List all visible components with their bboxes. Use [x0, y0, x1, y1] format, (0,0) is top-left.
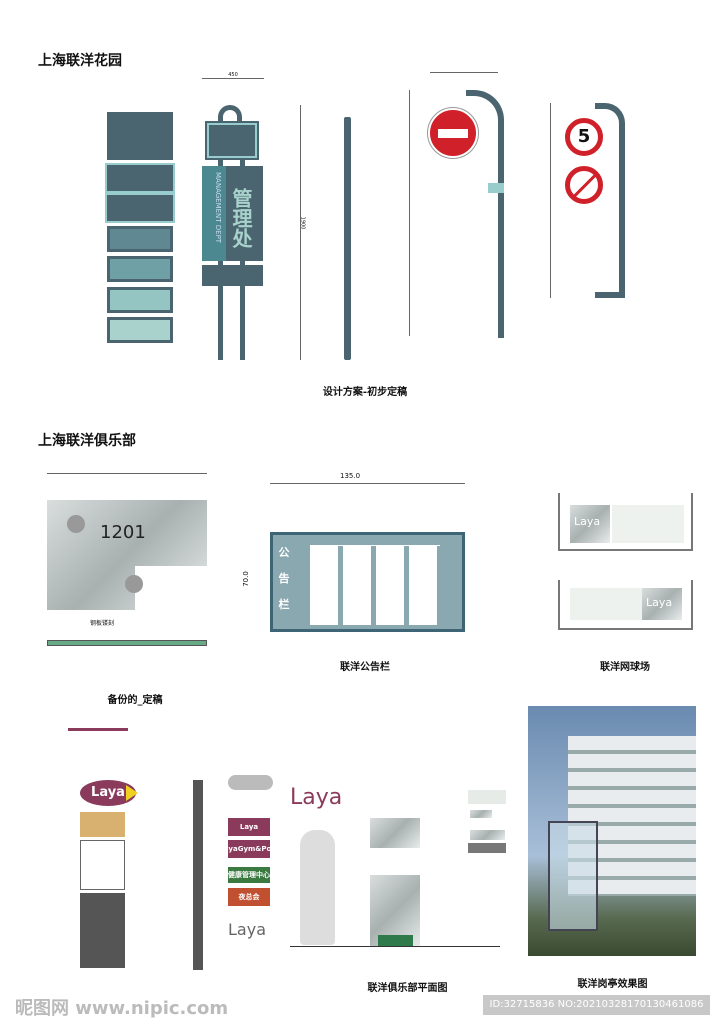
kiosk-side-view	[193, 780, 203, 970]
section-title-garden: 上海联洋花园	[38, 53, 122, 69]
kiosk-base	[80, 893, 125, 968]
dim-line	[550, 103, 551, 298]
notice-chars: 公告栏	[273, 540, 295, 618]
sign-logo-board	[205, 121, 259, 160]
human-figure	[300, 830, 335, 945]
notice-char: 栏	[278, 598, 290, 611]
booth-photo	[528, 706, 696, 956]
notice-width: 135.0	[340, 472, 361, 480]
sign-gym-pool: LayaGym&Pool	[219, 840, 279, 858]
curved-pole	[466, 90, 504, 338]
ground-line	[290, 946, 500, 947]
screw	[67, 515, 85, 533]
tennis-rules	[612, 505, 684, 543]
section-title-club: 上海联洋俱乐部	[38, 433, 136, 449]
watermark-site: 昵图网 www.nipic.com	[15, 998, 229, 1019]
no-horn-sign	[565, 166, 603, 204]
material-swatch	[468, 790, 506, 804]
menu-board	[80, 812, 125, 837]
notice-char: 公	[278, 546, 290, 559]
caption-booth: 联洋岗亭效果图	[577, 979, 648, 990]
notice-char: 告	[278, 572, 290, 585]
plate-sample	[228, 775, 273, 790]
dim-line	[300, 105, 301, 360]
color-panel	[107, 256, 173, 282]
side-view-pole	[344, 117, 351, 360]
brand-logo-small: Laya	[228, 920, 266, 939]
divider-bar	[68, 728, 128, 731]
watermark-id: ID:32715836 NO:20210328170130461086	[483, 995, 710, 1015]
tennis-logo: Laya	[570, 505, 610, 543]
tennis-sign-frame	[558, 580, 693, 630]
arrow-icon	[126, 785, 146, 801]
room-sign-label: 钢板镂刻	[90, 620, 115, 627]
sign-footer-board	[202, 265, 263, 286]
color-panel	[107, 317, 173, 343]
sign-health-center: 健康管理中心	[228, 867, 270, 883]
no-entry-sign	[427, 107, 479, 159]
notice-papers	[310, 545, 440, 625]
sign-hook	[218, 105, 242, 135]
sign-english: MANAGEMENT DEPT	[202, 166, 226, 261]
lightbox-logo: Laya	[80, 780, 136, 806]
glass-booth	[548, 821, 598, 931]
sign-nightclub: 夜总会	[228, 888, 270, 906]
tennis-sign-frame	[558, 493, 693, 551]
material-swatch	[470, 810, 492, 818]
notice-height: 70.0	[241, 571, 250, 587]
room-sign-side	[47, 640, 207, 646]
material-swatch	[468, 843, 506, 853]
caption-floor-plan: 联洋俱乐部平面图	[367, 983, 448, 994]
tennis-logo: Laya	[642, 588, 682, 620]
sign-main-text: 管理处	[226, 166, 263, 261]
dim-width: 450	[202, 72, 264, 79]
dim-line	[47, 473, 207, 474]
speed-limit-sign: 5	[565, 118, 603, 156]
color-panel	[105, 163, 175, 193]
screw	[125, 575, 143, 593]
caption-tennis: 联洋网球场	[600, 662, 650, 673]
dim-line	[409, 90, 410, 336]
logo-panel	[107, 112, 173, 160]
sign-laya-purple: Laya	[228, 818, 270, 836]
pole-bracket	[488, 183, 504, 193]
dim-line	[430, 72, 498, 73]
curved-pole	[595, 103, 625, 298]
caption-notice: 联洋公告栏	[340, 662, 390, 673]
kiosk-body	[80, 840, 125, 890]
material-swatch	[470, 830, 505, 840]
tennis-rules	[570, 588, 642, 620]
club-plate	[370, 818, 420, 848]
stand-base	[378, 935, 413, 947]
dim-line	[270, 483, 465, 484]
color-panel	[107, 226, 173, 252]
color-panel	[107, 287, 173, 313]
caption-room-sign: 备份的_定稿	[107, 695, 163, 706]
caption-garden: 设计方案-初步定稿	[322, 387, 408, 398]
brand-logo: Laya	[290, 785, 343, 810]
color-panel	[105, 193, 175, 223]
room-number: 1201	[100, 522, 146, 543]
